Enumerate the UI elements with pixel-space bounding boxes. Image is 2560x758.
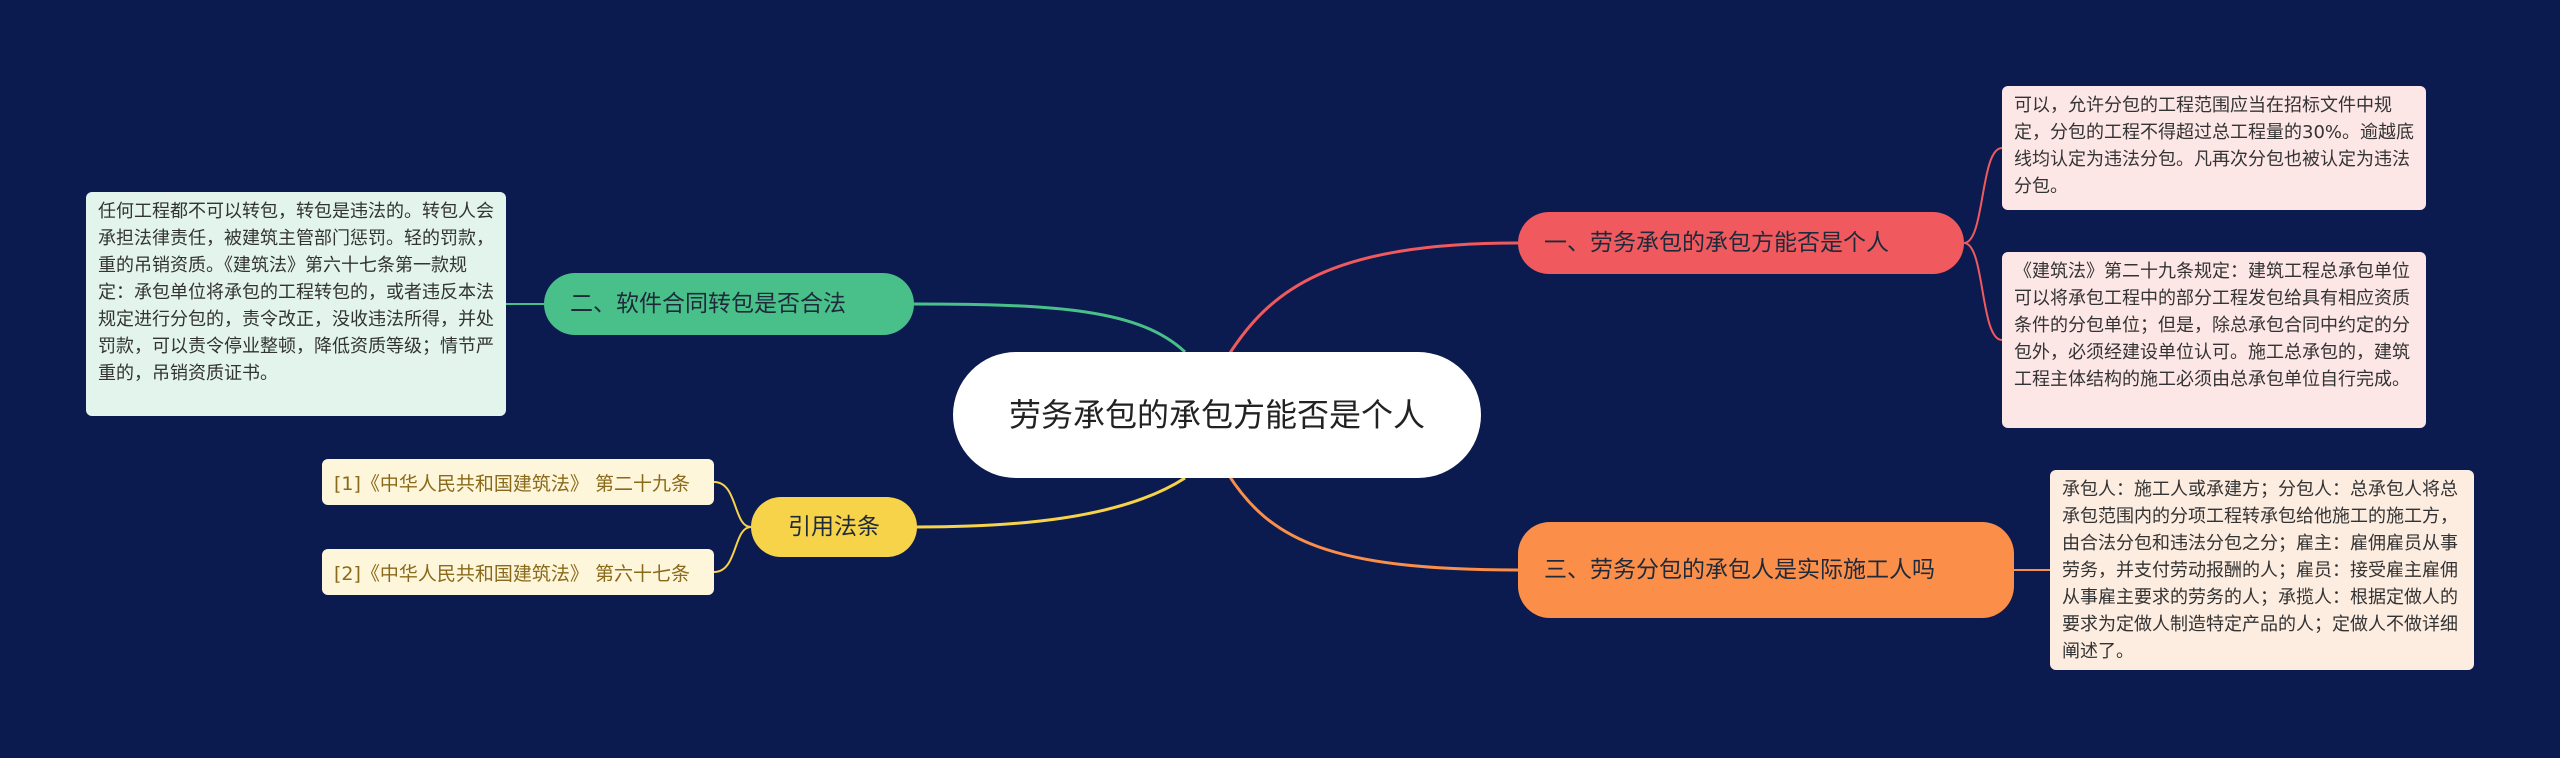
reference-2[interactable]: [2]《中华人民共和国建筑法》 第六十七条: [322, 549, 714, 595]
link-b3-r1: [713, 481, 752, 528]
leaf-answer-3a[interactable]: 承包人：施工人或承建方；分包人：总承包人将总承包范围内的分项工程转承包给他施工的…: [2050, 470, 2474, 670]
link-center-b4: [1226, 473, 1519, 572]
leaf-answer-2a[interactable]: 任何工程都不可以转包，转包是违法的。转包人会承担法律责任，被建筑主管部门惩罚。轻…: [86, 192, 506, 416]
branch-references[interactable]: 引用法条: [751, 497, 917, 557]
link-center-b3: [916, 476, 1186, 529]
link-b1-l1b: [1963, 242, 2003, 341]
reference-1[interactable]: [1]《中华人民共和国建筑法》 第二十九条: [322, 459, 714, 505]
leaf-answer-1b-text: 《建筑法》第二十九条规定：建筑工程总承包单位可以将承包工程中的部分工程发包给具有…: [2014, 261, 2410, 390]
reference-1-text: [1]《中华人民共和国建筑法》 第二十九条: [334, 472, 690, 495]
link-b1-l1a: [1963, 147, 2003, 244]
link-b3-r2: [713, 526, 752, 573]
leaf-answer-3a-text: 承包人：施工人或承建方；分包人：总承包人将总承包范围内的分项工程转承包给他施工的…: [2062, 479, 2458, 662]
branch-question-1-label: 一、劳务承包的承包方能否是个人: [1544, 229, 1889, 256]
central-topic-label: 劳务承包的承包方能否是个人: [1008, 396, 1425, 434]
branch-question-3[interactable]: 三、劳务分包的承包人是实际施工人吗: [1518, 522, 2014, 618]
branch-question-2-label: 二、软件合同转包是否合法: [570, 290, 846, 317]
central-topic[interactable]: 劳务承包的承包方能否是个人: [953, 352, 1481, 478]
leaf-answer-1a-text: 可以，允许分包的工程范围应当在招标文件中规定，分包的工程不得超过总工程量的30%…: [2014, 95, 2415, 197]
leaf-answer-1b[interactable]: 《建筑法》第二十九条规定：建筑工程总承包单位可以将承包工程中的部分工程发包给具有…: [2002, 252, 2426, 428]
reference-2-text: [2]《中华人民共和国建筑法》 第六十七条: [334, 562, 690, 585]
branch-question-3-label: 三、劳务分包的承包人是实际施工人吗: [1544, 556, 1935, 583]
leaf-answer-1a[interactable]: 可以，允许分包的工程范围应当在招标文件中规定，分包的工程不得超过总工程量的30%…: [2002, 86, 2426, 210]
branch-question-1[interactable]: 一、劳务承包的承包方能否是个人: [1518, 212, 1964, 274]
link-center-b1: [1226, 241, 1519, 357]
leaf-answer-2a-text: 任何工程都不可以转包，转包是违法的。转包人会承担法律责任，被建筑主管部门惩罚。轻…: [98, 201, 494, 384]
link-center-b2: [913, 302, 1187, 354]
branch-question-2[interactable]: 二、软件合同转包是否合法: [544, 273, 914, 335]
branch-references-label: 引用法条: [788, 513, 880, 540]
